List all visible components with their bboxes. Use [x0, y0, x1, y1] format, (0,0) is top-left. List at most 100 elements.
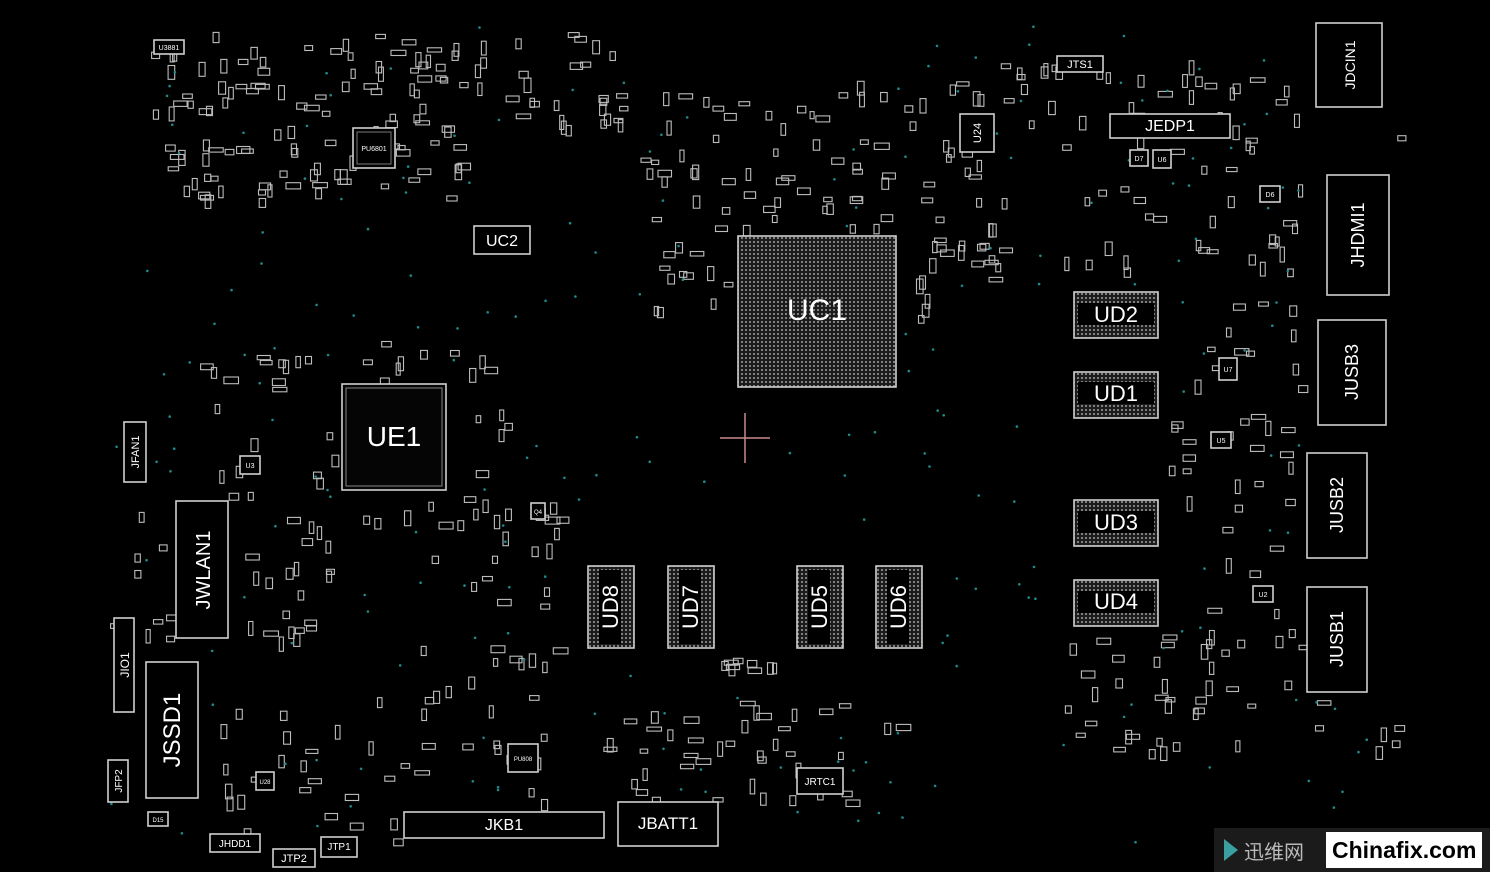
passive-component — [457, 162, 472, 171]
passive-component — [397, 356, 405, 372]
chip-UD3[interactable]: UD3 — [1073, 499, 1159, 547]
via-dot — [1199, 626, 1202, 629]
connector-JIO1[interactable]: JIO1 — [113, 617, 135, 713]
passive-component — [957, 244, 965, 261]
chip-UD8[interactable]: UD8 — [587, 565, 635, 649]
connector-JUSB3[interactable]: JUSB3 — [1317, 319, 1387, 426]
chip-UC1[interactable]: UC1 — [737, 235, 897, 388]
passive-component — [909, 121, 917, 131]
connector-JUSB1[interactable]: JUSB1 — [1306, 586, 1368, 693]
connector-JEDP1[interactable]: JEDP1 — [1109, 113, 1231, 139]
part-U2[interactable]: U2 — [1252, 585, 1274, 603]
connector-JWLAN1[interactable]: JWLAN1 — [175, 500, 229, 639]
passive-component — [1207, 607, 1223, 614]
connector-JDCIN1[interactable]: JDCIN1 — [1315, 22, 1383, 108]
chip-UC2[interactable]: UC2 — [473, 225, 531, 255]
passive-component — [1298, 385, 1309, 394]
passive-component — [949, 84, 957, 96]
passive-component — [362, 359, 373, 366]
connector-JBATT1[interactable]: JBATT1 — [617, 801, 719, 847]
chip-UD4[interactable]: UD4 — [1073, 579, 1159, 627]
part-U28[interactable]: U28 — [255, 771, 275, 791]
passive-component — [475, 415, 482, 424]
passive-component — [1380, 727, 1388, 743]
connector-JFP2[interactable]: JFP2 — [107, 759, 129, 803]
passive-component — [656, 306, 664, 319]
passive-component — [1221, 649, 1230, 657]
part-U5[interactable]: U5 — [1210, 431, 1232, 449]
part-D15[interactable]: D15 — [147, 811, 169, 827]
passive-component — [494, 744, 502, 755]
via-dot — [290, 641, 294, 645]
passive-component — [884, 722, 892, 736]
chip-UD6[interactable]: UD6 — [875, 565, 923, 649]
via-dot — [1243, 123, 1246, 126]
connector-JHDMI1[interactable]: JHDMI1 — [1326, 174, 1390, 296]
passive-component — [453, 144, 468, 151]
passive-component — [420, 645, 427, 657]
passive-component — [723, 112, 737, 121]
connector-JUSB2[interactable]: JUSB2 — [1306, 452, 1368, 559]
chip-label: UD8 — [598, 585, 623, 629]
connector-label: JTP2 — [281, 853, 307, 865]
connector-JTP2[interactable]: JTP2 — [272, 848, 316, 868]
part-label: D7 — [1135, 156, 1144, 163]
passive-component — [168, 106, 175, 122]
chip-UD5[interactable]: UD5 — [796, 565, 844, 649]
passive-component — [1279, 246, 1285, 263]
chip-UE1[interactable]: UE1 — [341, 383, 447, 491]
part-U24[interactable]: U24 — [959, 113, 995, 153]
passive-component — [278, 85, 285, 101]
part-D7[interactable]: D7 — [1129, 149, 1149, 167]
part-Q4[interactable]: Q4 — [530, 502, 546, 520]
chip-UD2[interactable]: UD2 — [1073, 291, 1159, 339]
connector-JHDD1[interactable]: JHDD1 — [209, 833, 261, 853]
passive-component — [259, 56, 267, 68]
passive-component — [228, 492, 240, 501]
part-U7[interactable]: U7 — [1218, 357, 1238, 381]
passive-component — [780, 123, 787, 136]
connector-JSSD1[interactable]: JSSD1 — [145, 661, 199, 799]
via-dot — [1281, 186, 1285, 189]
part-PU6801[interactable]: PU6801 — [352, 127, 396, 169]
part-PU808[interactable]: PU808 — [507, 743, 539, 773]
passive-component — [1259, 261, 1266, 277]
connector-JKB1[interactable]: JKB1 — [403, 811, 605, 839]
passive-component — [316, 477, 324, 490]
passive-component — [849, 224, 856, 234]
passive-component — [401, 39, 417, 46]
passive-component — [859, 139, 869, 145]
via-dot — [171, 123, 174, 127]
passive-component — [462, 743, 474, 751]
passive-component — [1250, 413, 1267, 420]
part-U3[interactable]: U3 — [239, 455, 261, 475]
passive-component — [1285, 498, 1296, 507]
passive-component — [165, 144, 176, 152]
via-dot — [1062, 743, 1065, 747]
via-dot — [648, 460, 651, 464]
via-dot — [486, 311, 490, 314]
part-U6[interactable]: U6 — [1152, 149, 1172, 169]
via-dot — [478, 26, 481, 29]
chip-label: UD2 — [1094, 302, 1138, 327]
passive-component — [723, 281, 734, 288]
passive-component — [1168, 465, 1176, 477]
passive-component — [1003, 98, 1015, 104]
part-D6[interactable]: D6 — [1259, 185, 1281, 203]
via-dot — [933, 784, 937, 788]
via-dot — [260, 262, 263, 265]
chip-UD7[interactable]: UD7 — [667, 565, 715, 649]
part-label: U6 — [1158, 157, 1167, 164]
passive-component — [363, 515, 371, 525]
passive-component — [838, 92, 849, 99]
chip-UD1[interactable]: UD1 — [1073, 371, 1159, 419]
connector-JFAN1[interactable]: JFAN1 — [123, 421, 147, 483]
connector-JRTC1[interactable]: JRTC1 — [796, 767, 844, 795]
connector-JTS1[interactable]: JTS1 — [1056, 55, 1104, 73]
connector-JTP1[interactable]: JTP1 — [320, 836, 358, 858]
via-dot — [1141, 99, 1144, 102]
passive-component — [1314, 725, 1325, 732]
passive-component — [1375, 746, 1384, 760]
part-U3881[interactable]: U3881 — [153, 39, 185, 55]
